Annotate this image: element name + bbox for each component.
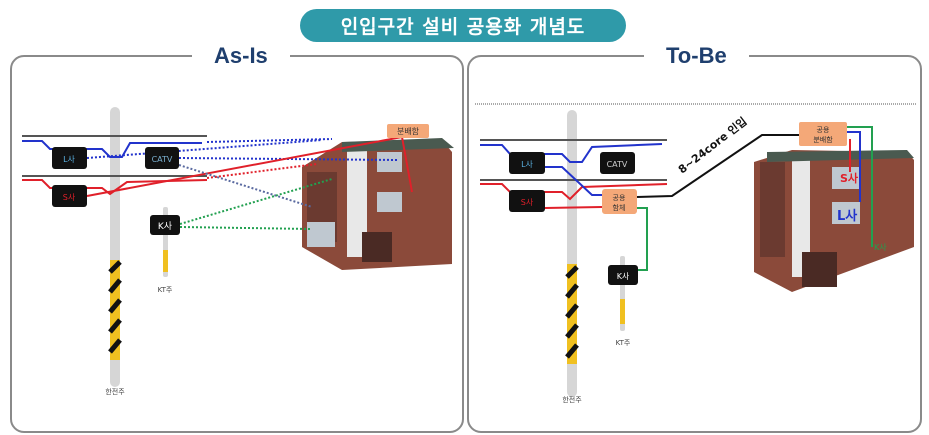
kt-pole-label: KT주	[616, 339, 631, 347]
building-s-label: S사	[840, 171, 859, 185]
diagram-title: 인입구간 설비 공용화 개념도	[300, 9, 626, 42]
cable-note: 8~24core 인입	[675, 114, 749, 176]
svg-text:분배함: 분배함	[813, 135, 833, 144]
building-k-label: K사	[874, 243, 887, 252]
k-company-box: K사	[150, 215, 180, 235]
as-is-heading: As-Is	[192, 43, 290, 69]
s-company-box: S사	[509, 190, 545, 212]
svg-text:S사: S사	[63, 193, 76, 202]
svg-text:K사: K사	[617, 272, 630, 281]
building-l-label: L사	[837, 208, 857, 224]
as-is-diagram: L사 CATV S사 K사 KT주 한전주 분배함	[22, 107, 454, 396]
svg-text:CATV: CATV	[607, 160, 628, 169]
svg-text:L사: L사	[521, 160, 533, 169]
kepco-pole-label: 한전주	[105, 387, 125, 396]
catv-box: CATV	[600, 152, 635, 174]
to-be-heading: To-Be	[644, 43, 749, 69]
kepco-pole-label: 한전주	[562, 395, 582, 404]
s-company-box: S사	[52, 185, 87, 207]
k-company-box: K사	[608, 265, 638, 285]
building	[754, 150, 914, 292]
svg-text:S사: S사	[521, 198, 534, 207]
svg-text:분배함: 분배함	[397, 127, 420, 136]
l-company-box: L사	[52, 147, 87, 169]
l-company-box: L사	[509, 152, 545, 174]
to-be-panel: To-Be	[467, 43, 922, 433]
svg-text:L사: L사	[63, 155, 75, 164]
svg-text:공용: 공용	[613, 194, 626, 202]
distribution-box: 분배함	[387, 124, 429, 138]
catv-box: CATV	[145, 147, 179, 169]
kt-pole-label: KT주	[158, 286, 173, 294]
building	[302, 138, 454, 270]
svg-text:K사: K사	[158, 221, 173, 232]
as-is-panel: As-Is	[10, 43, 464, 433]
svg-text:함체: 함체	[613, 203, 626, 212]
svg-text:공용: 공용	[817, 126, 830, 134]
svg-text:CATV: CATV	[152, 155, 173, 164]
